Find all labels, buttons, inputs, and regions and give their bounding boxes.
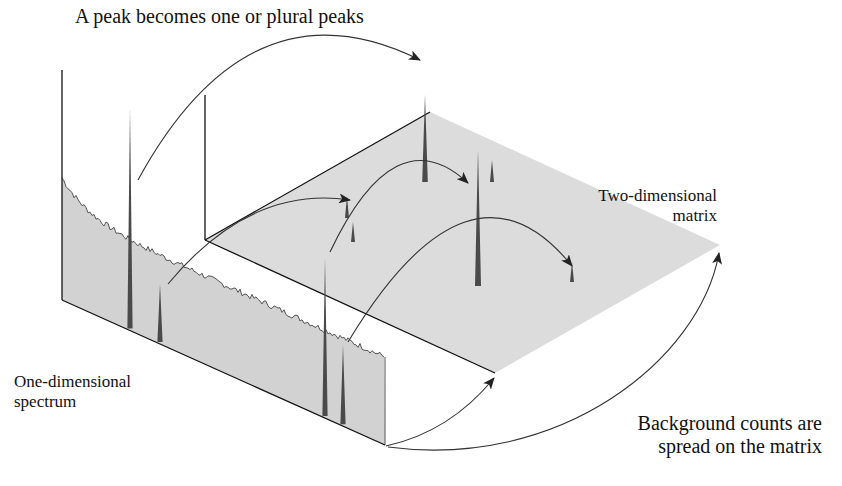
background-area	[62, 178, 385, 445]
peak	[422, 95, 428, 182]
annotation-label: Background counts are spread on the matr…	[600, 412, 822, 458]
spectrum-plot	[62, 108, 385, 445]
annotation-label: Two-dimensional matrix	[592, 186, 717, 225]
background-arrow	[386, 378, 494, 446]
peak	[340, 345, 345, 424]
peak	[322, 258, 327, 416]
spectrum-edge	[385, 357, 386, 445]
axis-line	[205, 112, 430, 240]
peak	[157, 284, 162, 342]
background-curve	[62, 178, 384, 357]
mapping-arrow	[348, 218, 572, 342]
peak	[127, 108, 132, 329]
peak	[351, 222, 355, 242]
mapping-arrow	[330, 160, 468, 252]
matrix-peaks	[345, 95, 574, 286]
heading-label: A peak becomes one or plural peaks	[75, 5, 364, 28]
peak	[490, 160, 494, 182]
mapping-arrow	[138, 35, 420, 180]
axis-line	[204, 95, 205, 240]
axis-line	[61, 70, 62, 300]
mapping-arrow	[168, 198, 350, 284]
annotation-label: One-dimensional spectrum	[14, 372, 139, 411]
